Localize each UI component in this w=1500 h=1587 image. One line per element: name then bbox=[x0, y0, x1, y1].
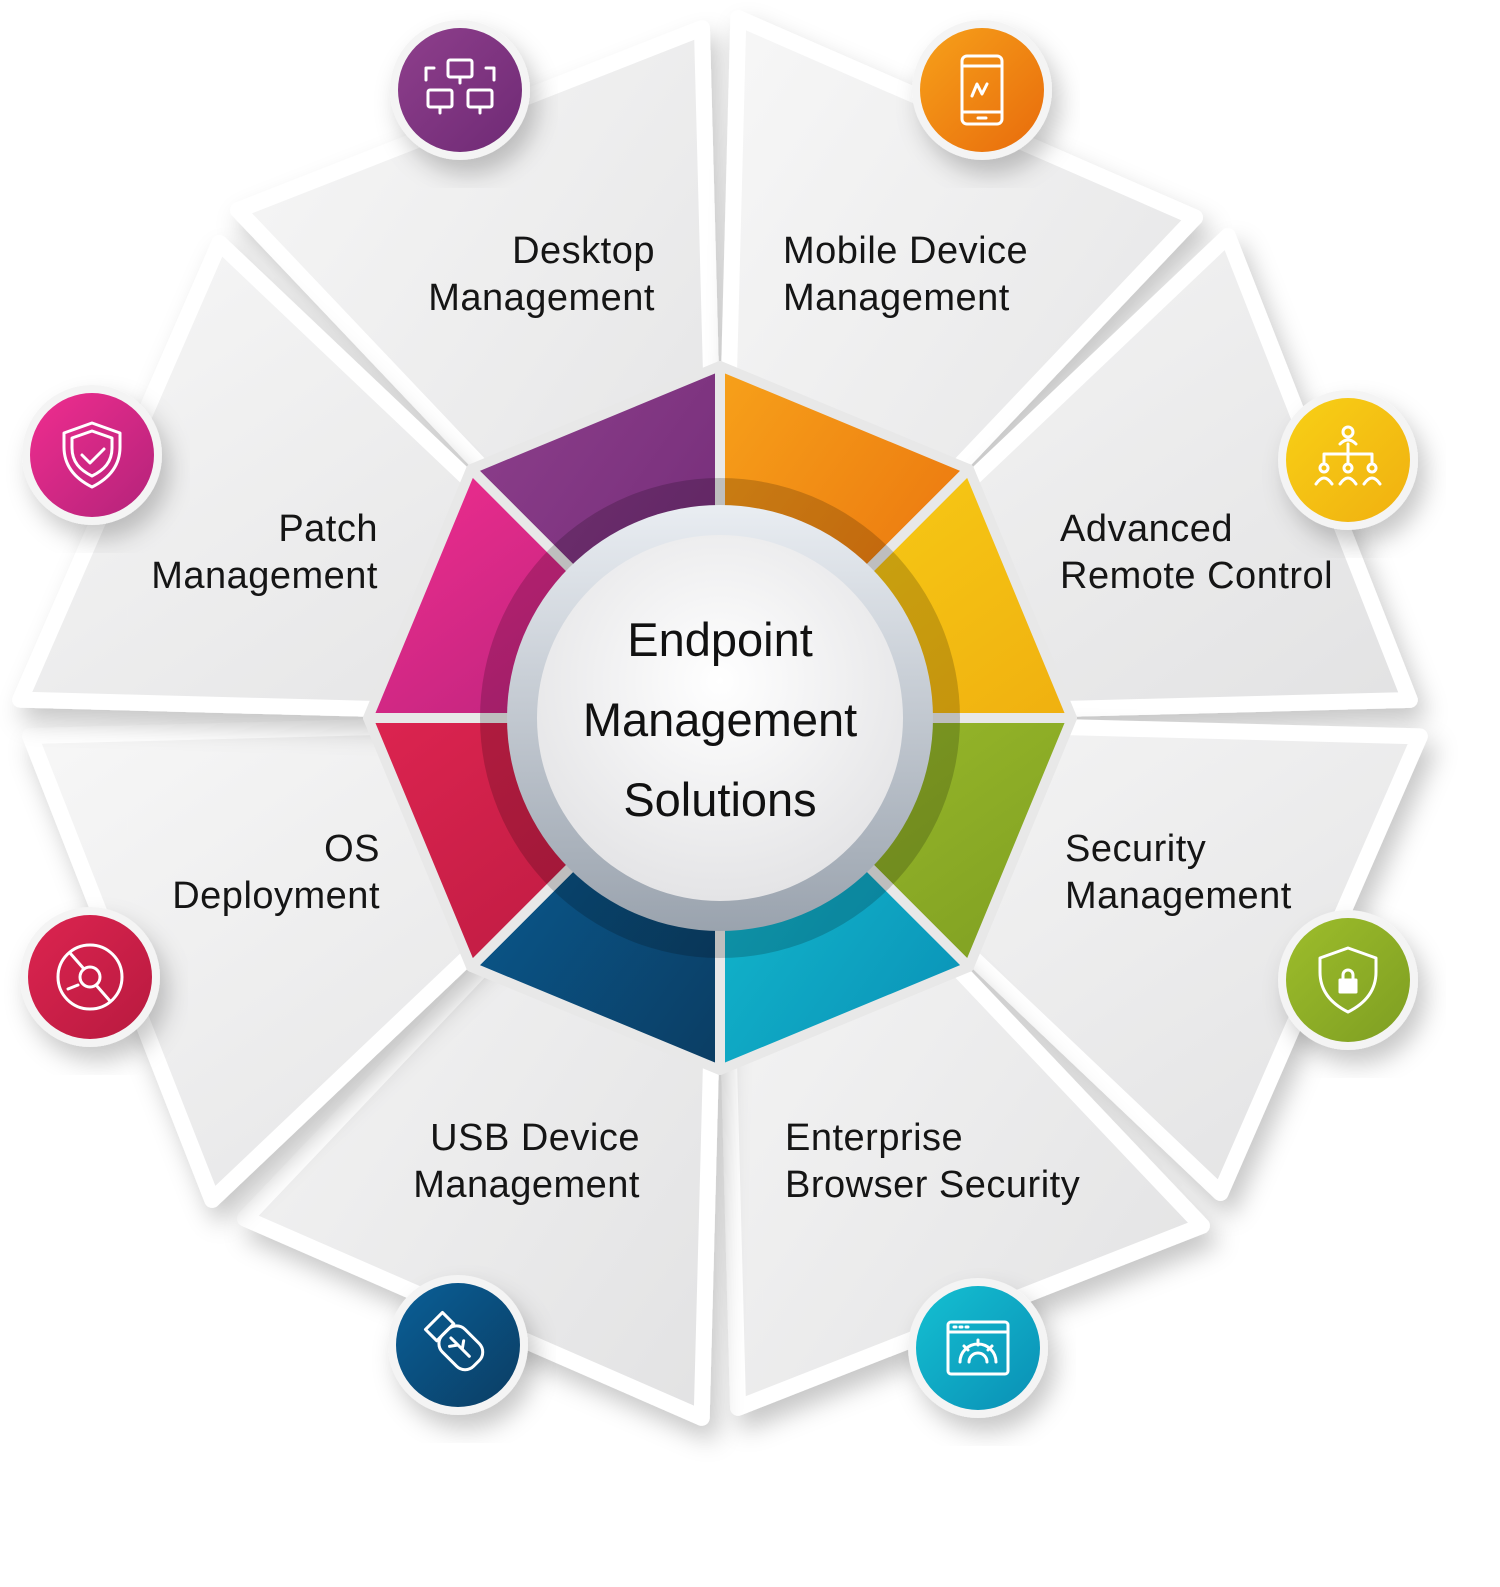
center-title: Endpoint Management Solutions bbox=[535, 600, 905, 840]
label-line: Patch bbox=[278, 508, 378, 550]
label-line: OS bbox=[324, 828, 380, 870]
browser-gear-icon bbox=[908, 1278, 1048, 1418]
label-line: Management bbox=[151, 555, 378, 597]
label-line: Deployment bbox=[172, 875, 380, 917]
center-title-line: Solutions bbox=[623, 773, 817, 826]
label-line: Browser Security bbox=[785, 1164, 1081, 1206]
label-line: Enterprise bbox=[785, 1117, 964, 1159]
center-title-line: Management bbox=[582, 693, 858, 746]
center-disc bbox=[537, 535, 903, 901]
smartphone-icon bbox=[912, 20, 1052, 160]
shield-lock-icon bbox=[1278, 910, 1418, 1050]
label-desktop-management: Desktop Management bbox=[428, 228, 655, 322]
label-line: Management bbox=[1065, 875, 1292, 917]
label-line: Security bbox=[1065, 828, 1207, 870]
label-enterprise-browser-security: Enterprise Browser Security bbox=[785, 1115, 1080, 1209]
monitors-network-icon bbox=[390, 20, 530, 160]
label-line: Management bbox=[413, 1164, 640, 1206]
label-line: Advanced bbox=[1060, 508, 1234, 550]
label-line: Desktop bbox=[512, 230, 655, 272]
label-security-management: Security Management bbox=[1065, 826, 1292, 920]
usb-drive-icon bbox=[388, 1275, 528, 1415]
label-os-deployment: OS Deployment bbox=[172, 826, 380, 920]
label-mobile-device-management: Mobile Device Management bbox=[783, 228, 1028, 322]
label-line: Management bbox=[428, 277, 655, 319]
label-advanced-remote-control: Advanced Remote Control bbox=[1060, 506, 1333, 600]
label-line: Management bbox=[783, 277, 1010, 319]
shield-check-icon bbox=[22, 385, 162, 525]
center-title-line: Endpoint bbox=[627, 613, 813, 666]
label-line: USB Device bbox=[430, 1117, 640, 1159]
disc-icon bbox=[20, 907, 160, 1047]
org-hierarchy-icon bbox=[1278, 390, 1418, 530]
label-line: Mobile Device bbox=[783, 230, 1029, 272]
label-line: Remote Control bbox=[1060, 555, 1334, 597]
label-usb-device-management: USB Device Management bbox=[413, 1115, 640, 1209]
label-patch-management: Patch Management bbox=[151, 506, 378, 600]
